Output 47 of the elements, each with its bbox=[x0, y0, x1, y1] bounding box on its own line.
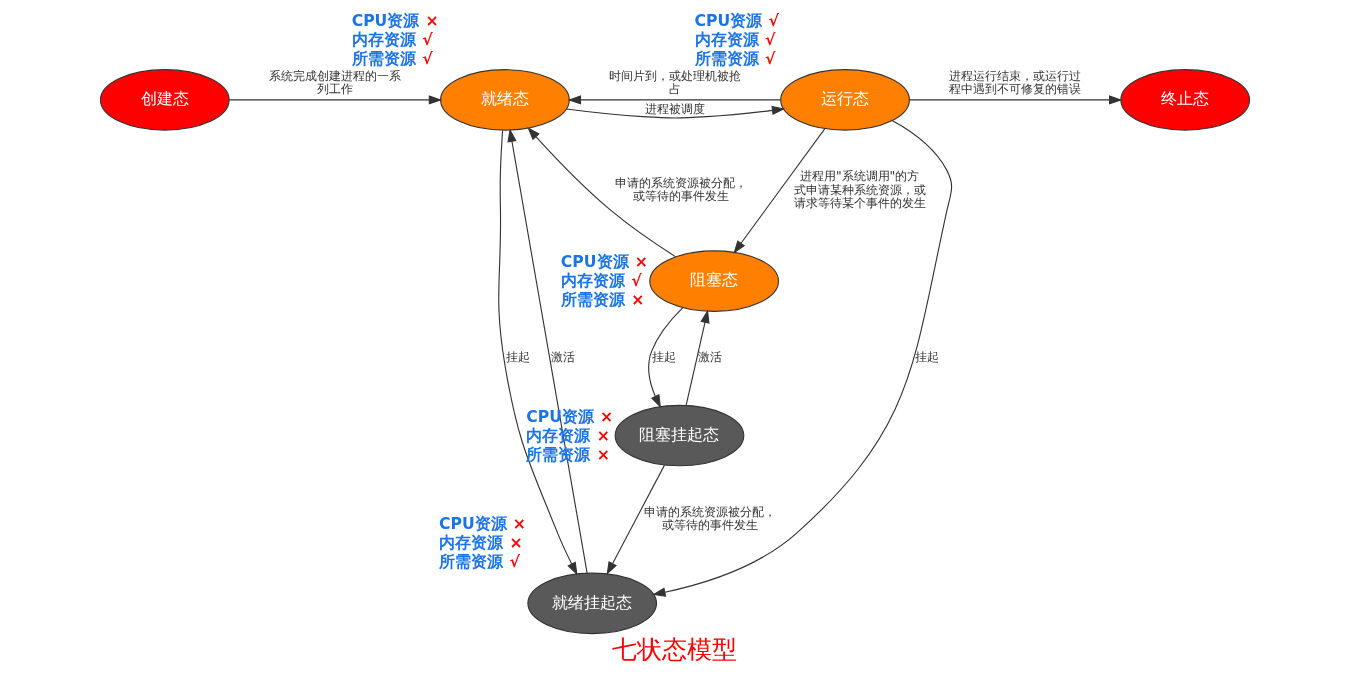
arrow bbox=[567, 95, 781, 105]
edge-label: 申请的系统资源被分配，或等待的事件发生 bbox=[614, 175, 747, 204]
node-label: CPU资源 √ bbox=[694, 10, 779, 30]
edge-label: 进程运行结束，或运行过程中遇到不可修复的错误 bbox=[948, 68, 1081, 96]
arrow bbox=[526, 126, 676, 258]
arrow bbox=[228, 95, 442, 105]
edge-label: 挂起 bbox=[914, 350, 939, 365]
node-ellipse: 就绪态 bbox=[439, 69, 570, 131]
node-label: 内存资源 × bbox=[438, 533, 523, 553]
node-label: 所需资源 √ bbox=[438, 552, 520, 572]
node-label: 所需资源 × bbox=[525, 444, 610, 464]
edge-label: 激活 bbox=[697, 350, 722, 365]
arrow bbox=[647, 307, 683, 409]
arrow bbox=[732, 128, 825, 254]
arrow bbox=[565, 105, 785, 119]
edge-label: 时间片到，或处理机被抢占 bbox=[608, 68, 741, 96]
edge-label: 激活 bbox=[550, 350, 575, 365]
node-label: 所需资源 √ bbox=[694, 48, 776, 68]
edge-label: 挂起 bbox=[651, 350, 676, 365]
node-ellipse: 就绪挂起态 bbox=[526, 572, 657, 635]
node-label: CPU资源 × bbox=[438, 514, 526, 534]
node-ellipse: 阻塞态 bbox=[648, 250, 779, 312]
node-label: 内存资源 × bbox=[525, 425, 610, 445]
node-label: 内存资源 √ bbox=[560, 271, 642, 291]
caption: 七状态模型 bbox=[612, 634, 737, 664]
edge-label: 进程用"系统调用"的方式申请某种系统资源，或请求等待某个事件的发生 bbox=[793, 169, 926, 211]
edge-label: 申请的系统资源被分配，或等待的事件发生 bbox=[643, 504, 776, 533]
node-label: 内存资源 √ bbox=[351, 29, 433, 49]
node-label: CPU资源 × bbox=[525, 406, 613, 426]
node-label: 所需资源 √ bbox=[351, 48, 433, 68]
edge-label: 进程被调度 bbox=[644, 102, 705, 117]
node-label: 内存资源 √ bbox=[694, 29, 776, 49]
node-ellipse: 终止态 bbox=[1119, 69, 1250, 131]
node-label: CPU资源 × bbox=[351, 10, 439, 30]
node-ellipse: 创建态 bbox=[99, 69, 230, 131]
node-ellipse: 阻塞挂起态 bbox=[614, 404, 744, 467]
edge-label: 挂起 bbox=[505, 350, 530, 365]
arrow bbox=[497, 129, 578, 576]
edge-label: 系统完成创建进程的一系列工作 bbox=[268, 68, 401, 96]
node-label: 所需资源 × bbox=[560, 290, 644, 310]
node-ellipse: 运行态 bbox=[779, 69, 910, 131]
arrow bbox=[908, 95, 1122, 105]
arrow bbox=[685, 309, 710, 406]
arrow bbox=[651, 120, 952, 597]
arrow bbox=[606, 464, 665, 576]
arrow bbox=[506, 128, 588, 574]
node-label: CPU资源 × bbox=[560, 252, 648, 272]
